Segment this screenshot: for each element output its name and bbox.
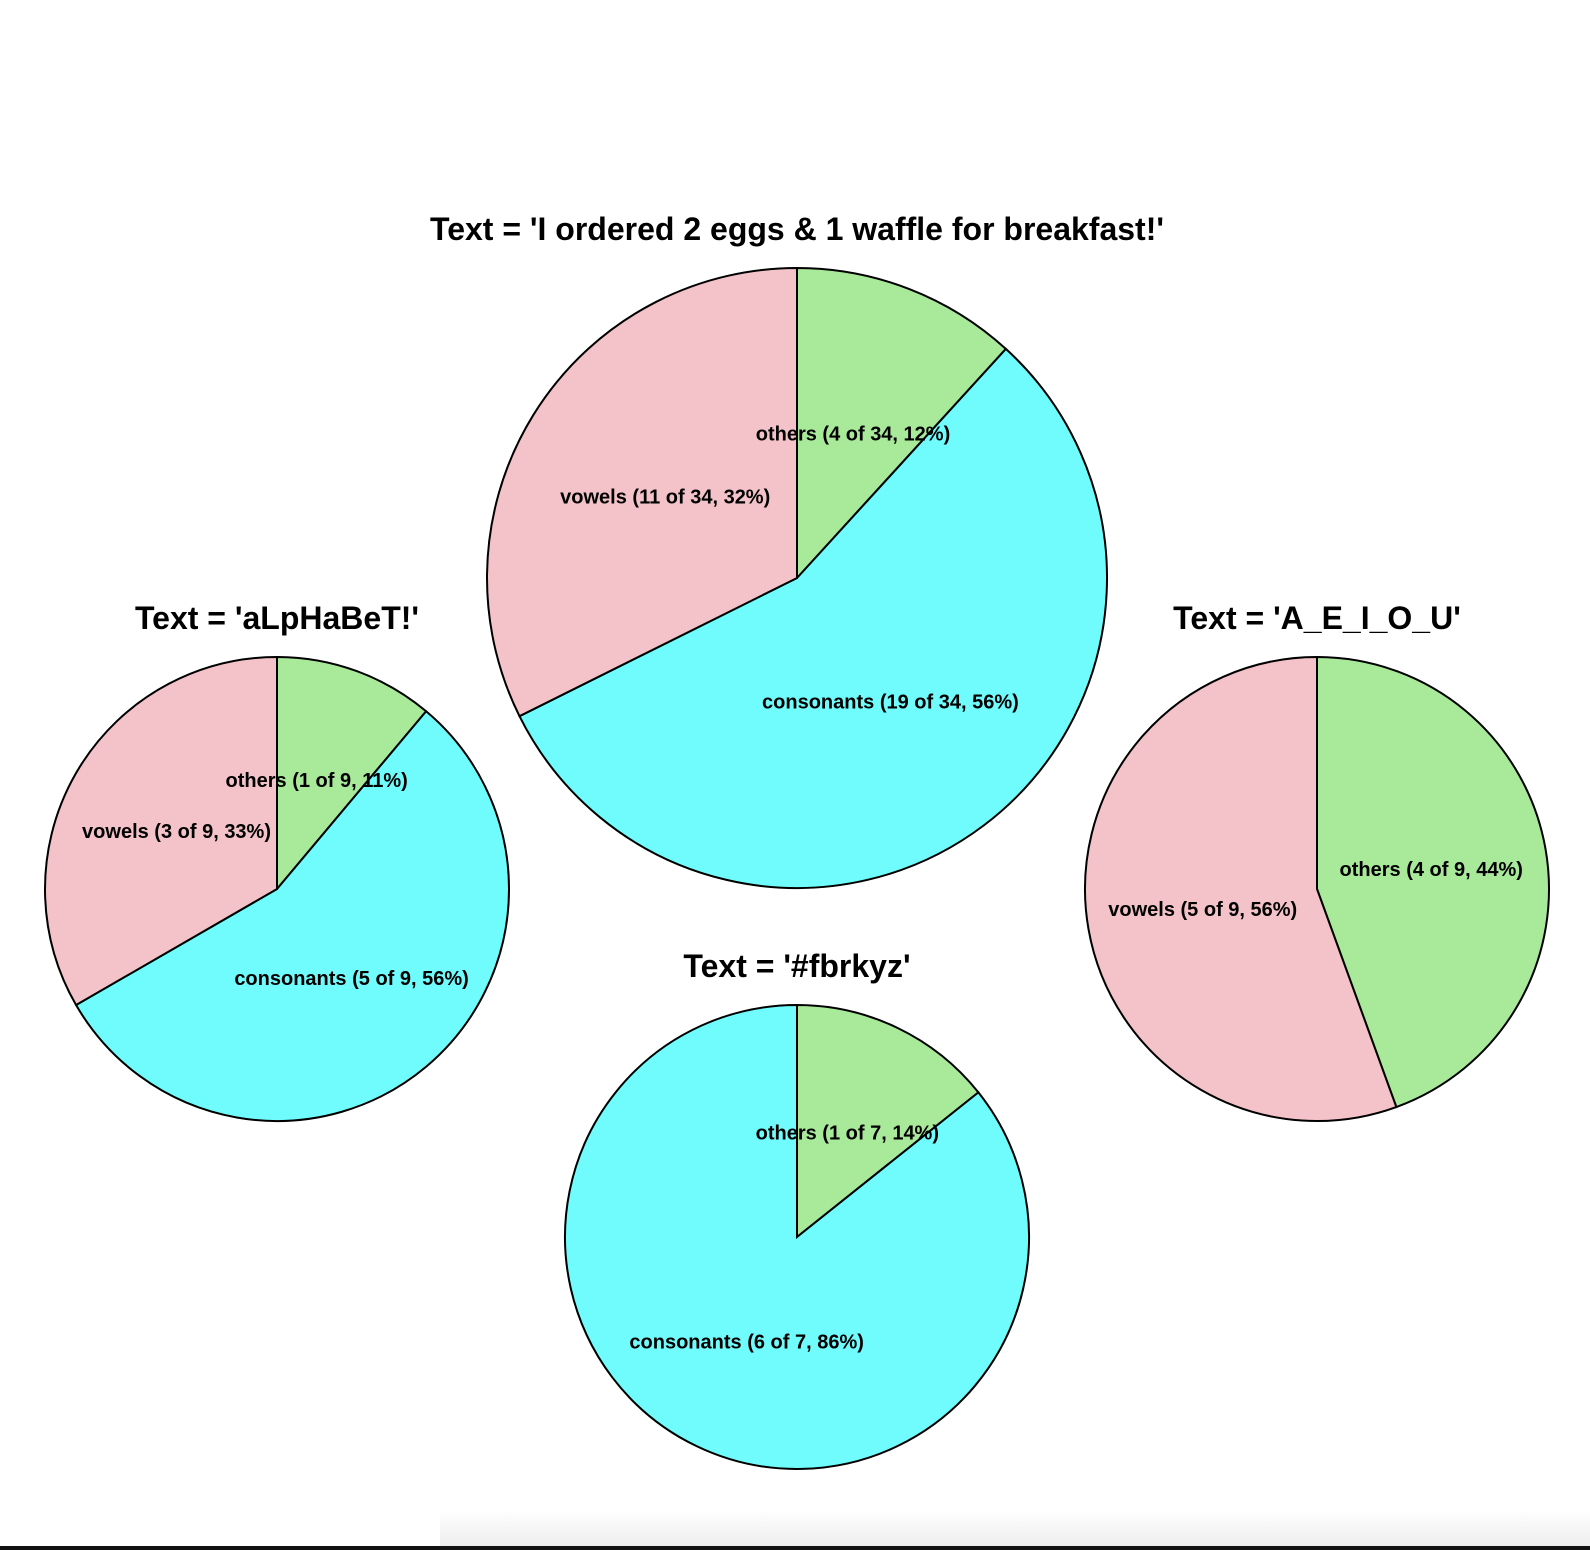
pie-slice-others: [796, 266, 1008, 581]
pie-slice-consonants: [74, 709, 510, 1122]
slice-label-others: others (1 of 7, 14%): [756, 1122, 939, 1144]
pie-chart-1: others (1 of 9, 11%) consonants (5 of 9, …: [44, 600, 510, 1122]
slice-label-vowels: vowels (5 of 9, 56%): [1108, 899, 1297, 921]
pie-slice-others: [276, 655, 428, 892]
chart-title: Text = 'A_E_I_O_U': [1173, 600, 1461, 636]
chart-title: Text = '#fbrkyz': [683, 948, 910, 984]
slice-label-consonants: consonants (5 of 9, 56%): [234, 968, 469, 990]
slice-label-others: others (4 of 9, 44%): [1340, 859, 1523, 881]
pie-slice-consonants: [518, 347, 1108, 889]
pie-slice-others: [796, 1003, 980, 1240]
slice-label-vowels: vowels (3 of 9, 33%): [82, 821, 271, 843]
pie-slice-vowels: [1084, 655, 1398, 1122]
slice-label-consonants: consonants (6 of 7, 86%): [629, 1332, 864, 1354]
pie-slice-others: [1316, 655, 1550, 1109]
pie-chart-3: others (1 of 7, 14%) consonants (6 of 7, …: [564, 948, 1030, 1470]
slice-label-consonants: consonants (19 of 34, 56%): [762, 692, 1019, 714]
pie-slice-consonants: [564, 1003, 1030, 1470]
chart-title: Text = 'aLpHaBeT!': [135, 600, 419, 636]
pie-slice-vowels: [486, 266, 798, 718]
slice-label-vowels: vowels (11 of 34, 32%): [560, 486, 770, 508]
slice-label-others: others (4 of 34, 12%): [756, 423, 951, 445]
chart-title: Text = 'I ordered 2 eggs & 1 waffle for …: [430, 211, 1164, 247]
pie-slice-vowels: [44, 655, 278, 1007]
pie-chart-2: others (4 of 9, 44%) vowels (5 of 9, 56%)…: [1084, 600, 1550, 1122]
window-bottom-shade: [440, 1510, 1590, 1550]
slice-label-others: others (1 of 9, 11%): [226, 770, 408, 792]
pie-chart-0: others (4 of 34, 12%) consonants (19 of 3…: [430, 211, 1164, 889]
window-bottom-edge: [0, 1546, 1590, 1550]
